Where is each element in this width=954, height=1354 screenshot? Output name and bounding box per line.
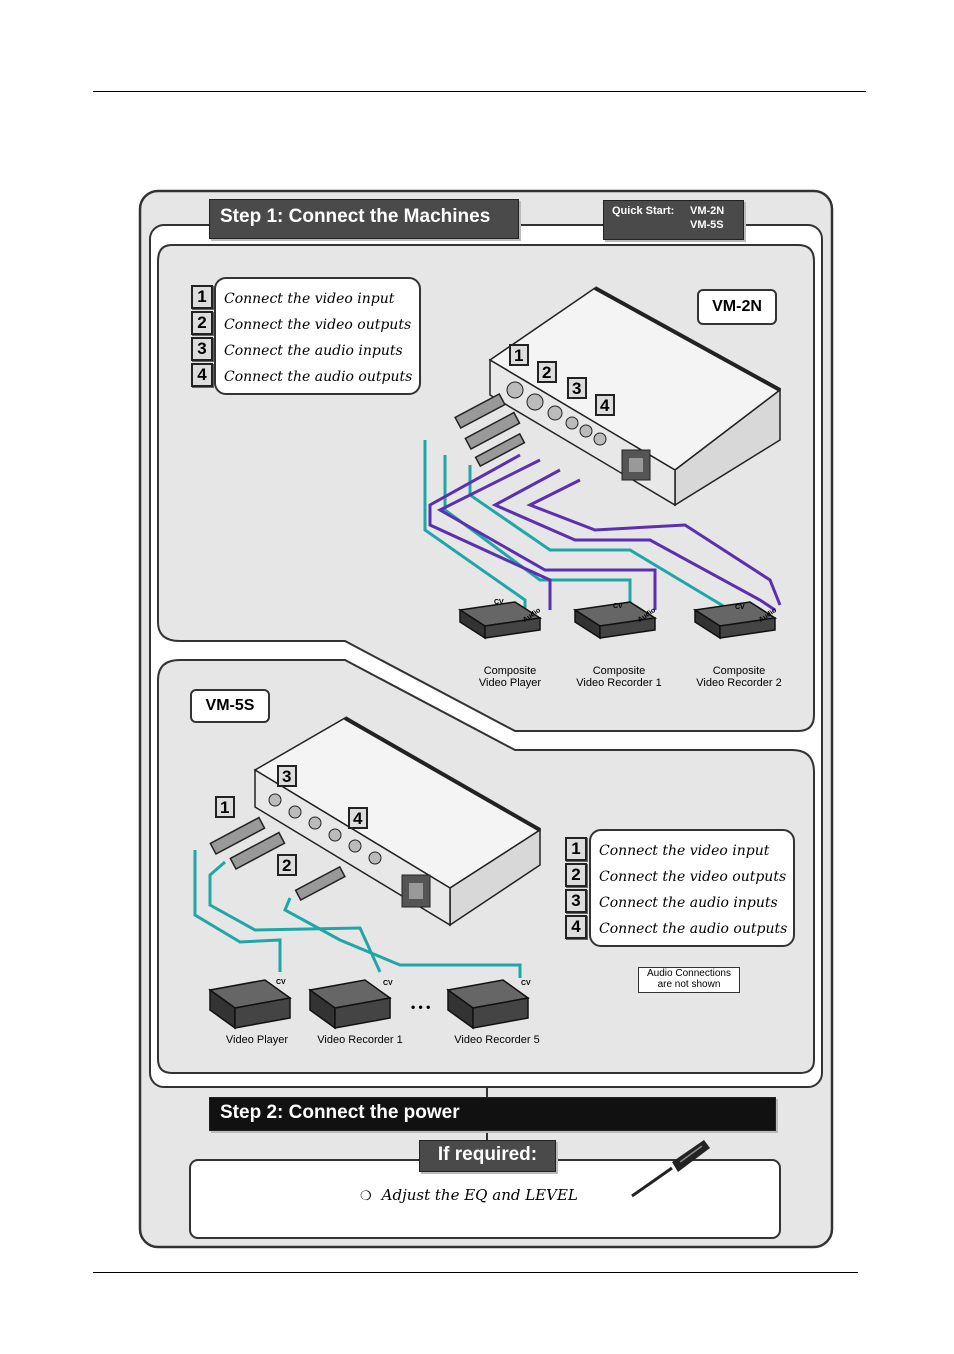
vm2n-step-num-1: 1	[191, 285, 213, 309]
vm2n-device-2-line1: Composite	[592, 665, 646, 677]
vm5s-step-num-3: 3	[565, 889, 587, 913]
vm5s-cv-label-1: CV	[276, 979, 286, 986]
vm5s-cv-label-2: CV	[383, 980, 393, 987]
step1-title: Step 1: Connect the Machines	[209, 199, 519, 239]
vm5s-device-illustration: 3 1 4 2	[193, 716, 542, 1030]
vm2n-step-2: Connect the video outputs	[224, 317, 412, 333]
footer-rule	[93, 1272, 858, 1273]
vm5s-step-3: Connect the audio inputs	[599, 895, 778, 911]
vm5s-step-2: Connect the video outputs	[599, 869, 787, 885]
vm2n-cv-label-2: CV	[613, 603, 623, 610]
vm5s-step-num-4: 4	[565, 915, 587, 939]
vm2n-step-1: Connect the video input	[224, 291, 395, 307]
vm2n-callout-4: 4	[600, 396, 610, 415]
quick-start-label: Quick Start:	[612, 205, 675, 217]
vm2n-device-3-line1: Composite	[712, 665, 766, 677]
if-required-badge: If required:	[419, 1140, 556, 1172]
audio-not-shown-note: Audio Connections are not shown	[638, 967, 740, 993]
vm2n-step-4: Connect the audio outputs	[224, 369, 413, 385]
vm5s-callout-3: 3	[282, 767, 291, 786]
header-rule	[93, 91, 866, 92]
vm5s-step-list: Connect the video input Connect the vide…	[589, 829, 795, 947]
step2-title: Step 2: Connect the power	[209, 1097, 776, 1131]
step1-title-text: Step 1: Connect the Machines	[220, 206, 491, 227]
if-required-item-text: Adjust the EQ and LEVEL	[381, 1186, 578, 1204]
vm2n-device-illustration: 1 2 3 4	[423, 286, 782, 640]
vm2n-step-num-2: 2	[191, 311, 213, 335]
vm2n-device-1-line2: Video Player	[478, 677, 542, 689]
step2-title-text: Step 2: Connect the power	[220, 1102, 460, 1123]
quick-start-model-vm2n: VM-2N	[690, 205, 725, 217]
vm5s-callout-4: 4	[353, 809, 363, 828]
vm5s-step-1: Connect the video input	[599, 843, 770, 859]
vm2n-cv-label-1: CV	[494, 599, 504, 606]
audio-note-line1: Audio Connections	[647, 968, 731, 979]
vm2n-callout-2: 2	[542, 363, 551, 382]
vm5s-step-num-1: 1	[565, 837, 587, 861]
vm2n-step-num-3: 3	[191, 337, 213, 361]
vm2n-device-label-2: Composite Video Recorder 1	[566, 665, 672, 689]
vm2n-model-label: VM-2N	[697, 289, 777, 325]
vm2n-cv-label-3: CV	[735, 604, 745, 611]
vm5s-device-label-2: Video Recorder 1	[317, 1034, 403, 1046]
vm2n-device-1-line1: Composite	[483, 665, 537, 677]
vm2n-step-num-4: 4	[191, 363, 213, 387]
vm2n-step-3: Connect the audio inputs	[224, 343, 403, 359]
vm2n-device-label-3: Composite Video Recorder 2	[686, 665, 792, 689]
screwdriver-icon	[631, 1140, 710, 1198]
vm5s-device-label-3: Video Recorder 5	[454, 1034, 540, 1046]
bullet-icon: ❍	[360, 1189, 372, 1204]
quick-start-model-vm5s: VM-5S	[690, 219, 724, 231]
vm5s-step-4: Connect the audio outputs	[599, 921, 788, 937]
vm2n-device-3-line2: Video Recorder 2	[696, 677, 782, 689]
audio-note-line2: are not shown	[657, 979, 721, 990]
vm5s-ellipsis: • • •	[411, 1000, 431, 1014]
vm5s-callout-1: 1	[220, 798, 229, 817]
if-required-label: If required:	[437, 1144, 538, 1165]
if-required-item: ❍ Adjust the EQ and LEVEL	[360, 1186, 578, 1204]
quick-start-badge: Quick Start: VM-2N VM-5S	[603, 200, 744, 240]
vm5s-callout-2: 2	[282, 856, 291, 875]
vm2n-callout-3: 3	[572, 379, 581, 398]
vm2n-callout-1: 1	[514, 346, 523, 365]
vm5s-step-num-2: 2	[565, 863, 587, 887]
vm2n-step-list: Connect the video input Connect the vide…	[214, 277, 421, 395]
vm5s-cv-label-3: CV	[521, 980, 531, 987]
vm5s-device-label-1: Video Player	[225, 1034, 289, 1046]
vm5s-model-label: VM-5S	[190, 689, 270, 723]
vm2n-device-label-1: Composite Video Player	[460, 665, 560, 689]
vm2n-device-2-line2: Video Recorder 1	[576, 677, 662, 689]
